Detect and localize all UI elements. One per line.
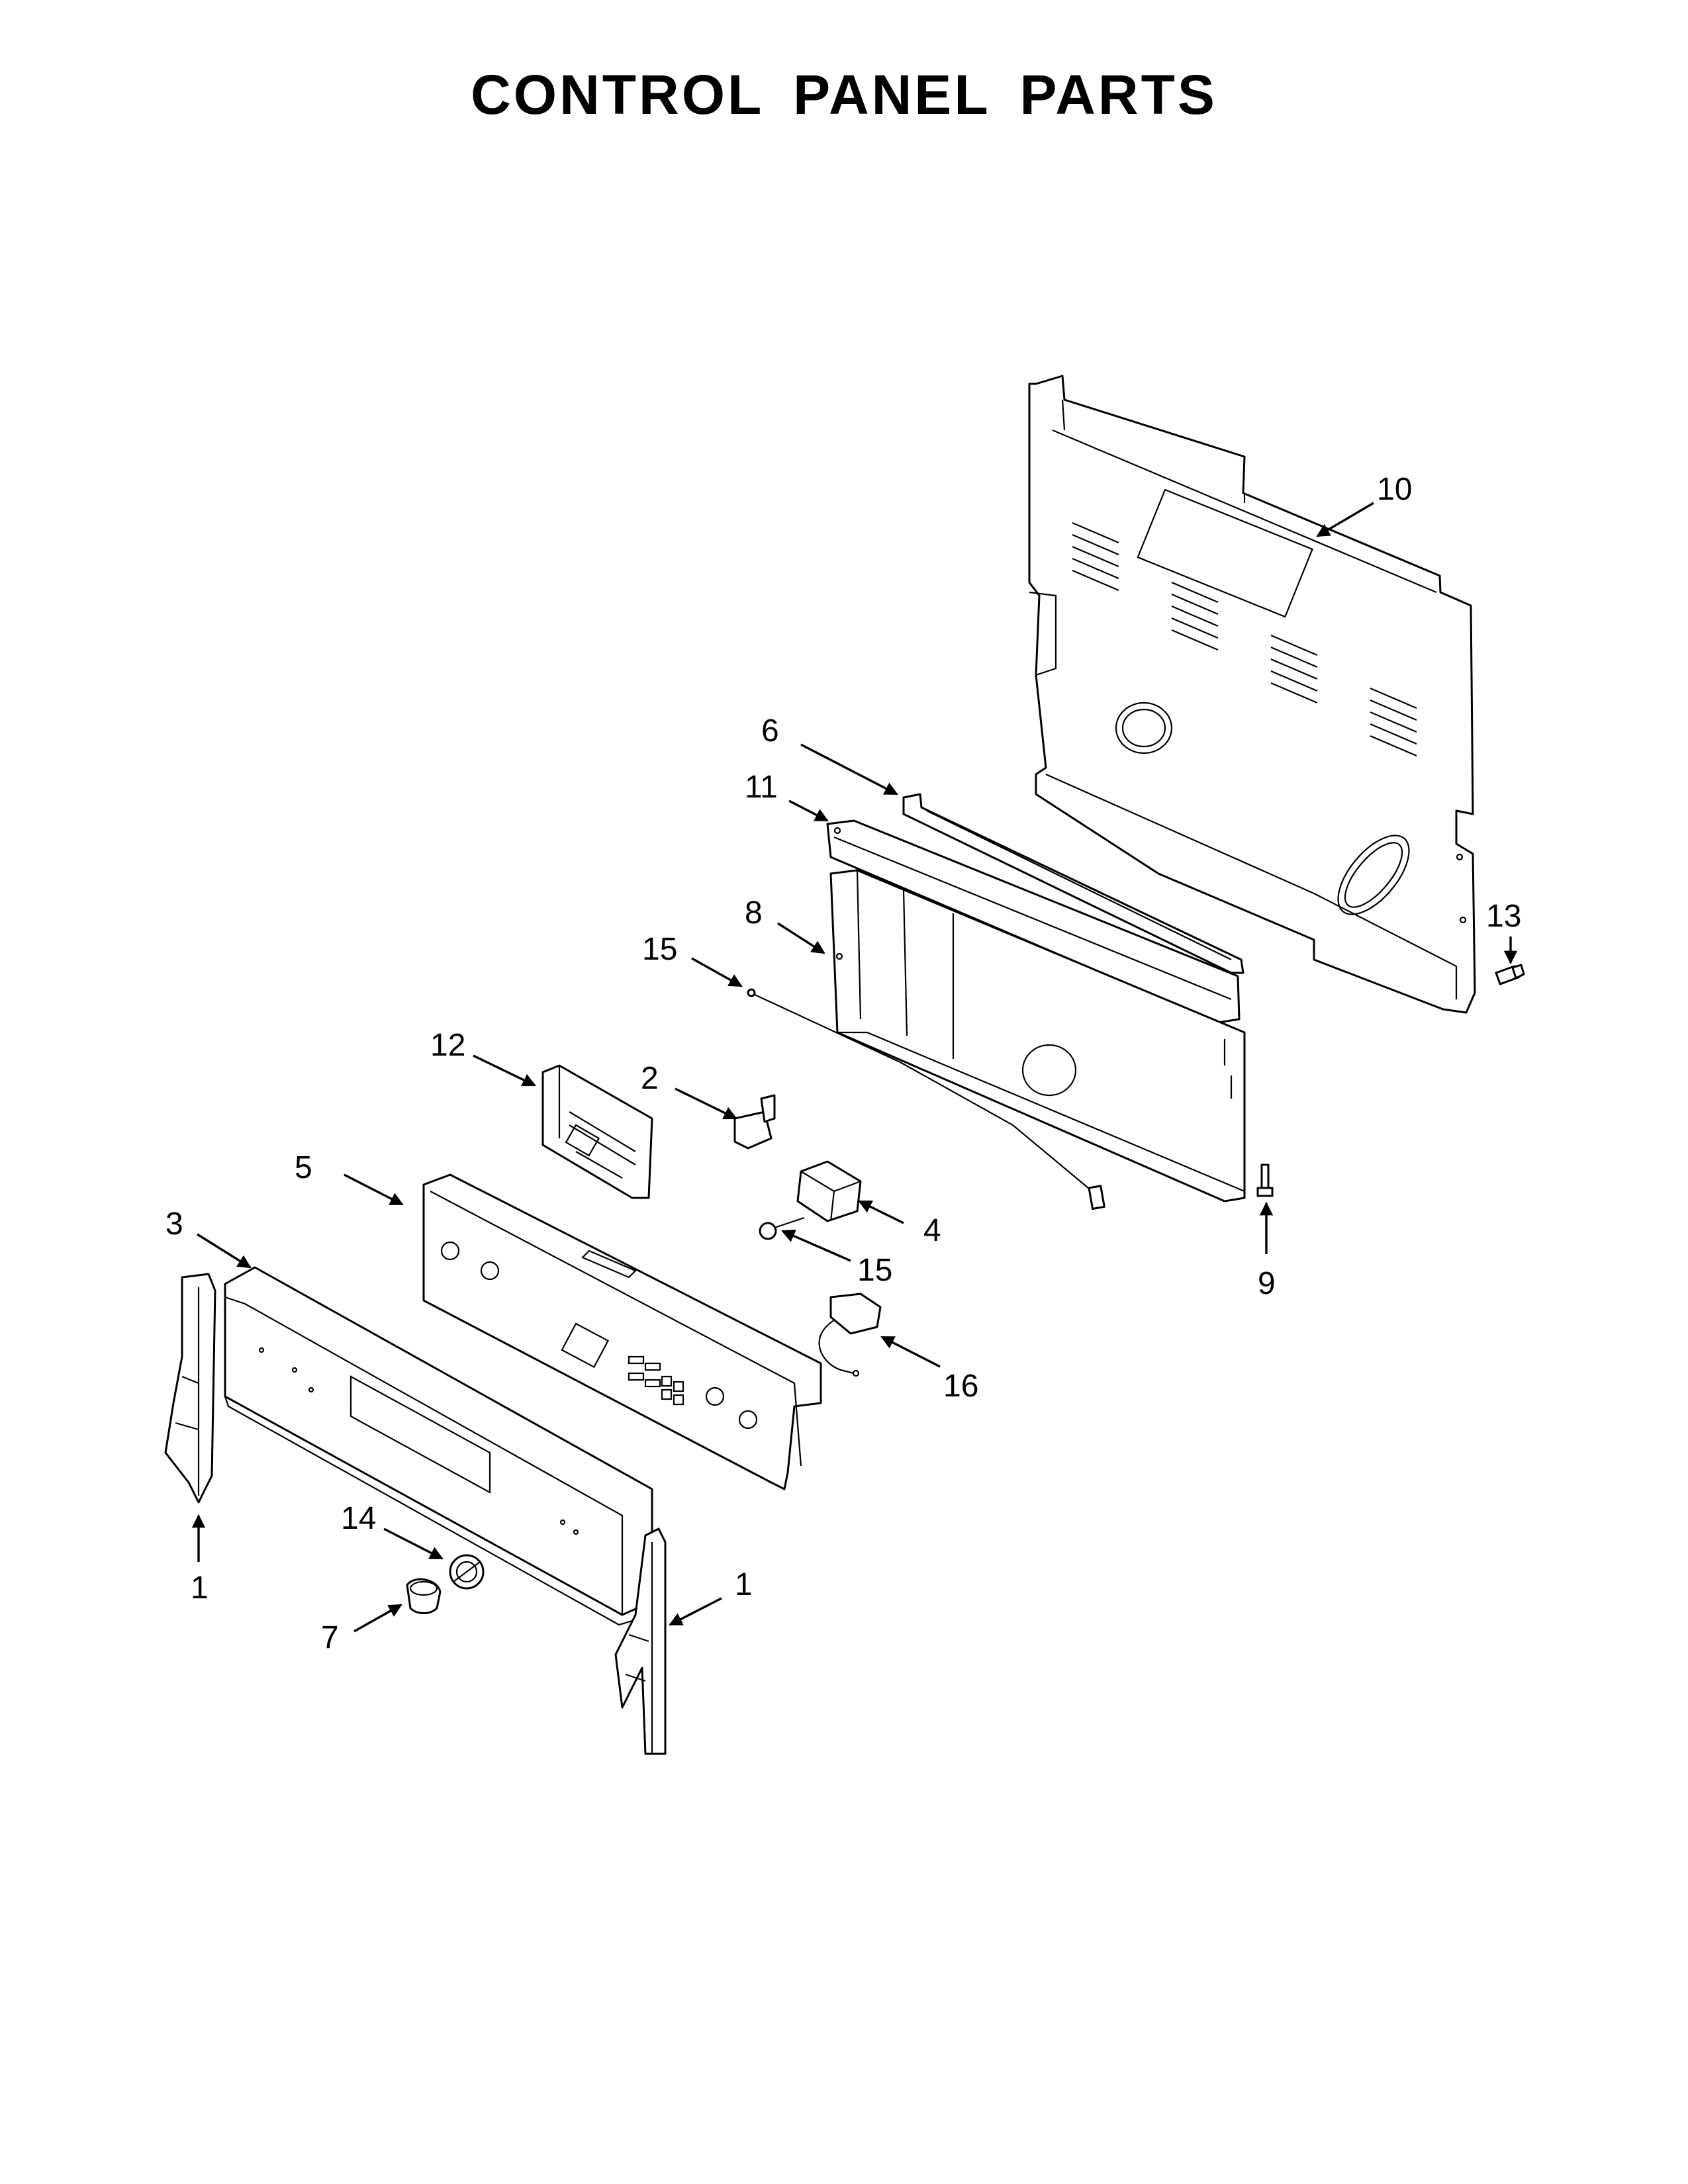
bracket-part-6: [902, 793, 1244, 974]
leader-3: [197, 1233, 252, 1269]
callout-9: 9: [1258, 1266, 1276, 1301]
wire-harness-part-15: [747, 988, 1105, 1210]
callout-4: 4: [923, 1213, 941, 1248]
side-trim-left-part-1: [164, 1273, 216, 1504]
callout-12: 12: [430, 1028, 465, 1063]
callout-7: 7: [321, 1620, 339, 1655]
igniter-switch-part-16: [818, 1293, 882, 1377]
leader-11: [788, 799, 829, 822]
callout-6: 6: [761, 713, 779, 749]
callout-13: 13: [1486, 899, 1521, 934]
shaft-part-15: [759, 1216, 805, 1240]
control-board-part-12: [541, 1064, 653, 1199]
leader-1b: [669, 1597, 722, 1626]
leader-6: [800, 743, 898, 796]
callout-15-upper: 15: [642, 932, 677, 967]
leader-14: [383, 1527, 444, 1560]
callout-1-left: 1: [191, 1570, 209, 1606]
leader-15a: [691, 957, 743, 987]
leader-4: [858, 1200, 904, 1224]
leader-7: [353, 1604, 402, 1633]
leader-15b: [781, 1230, 851, 1262]
callout-11: 11: [745, 770, 778, 805]
callout-8: 8: [745, 895, 763, 931]
callout-16: 16: [943, 1369, 978, 1404]
trim-part-11: [826, 819, 1241, 1024]
infinite-switch-part-4: [796, 1160, 862, 1222]
rear-panel-part: [1028, 375, 1476, 1014]
callout-3: 3: [165, 1206, 183, 1242]
leader-12: [473, 1054, 536, 1087]
switch-part-2: [733, 1094, 776, 1150]
leader-5: [344, 1173, 404, 1206]
leader-16: [880, 1336, 941, 1368]
panel-frame-part-5: [422, 1173, 822, 1490]
leader-10: [1316, 502, 1374, 537]
callout-2: 2: [641, 1061, 659, 1096]
knob-part-7: [406, 1578, 442, 1614]
leader-2: [675, 1087, 737, 1120]
callout-1-right: 1: [735, 1567, 753, 1602]
screw-part-13: [1495, 964, 1525, 985]
page-title: CONTROL PANEL PARTS: [471, 64, 1217, 126]
callout-15-lower: 15: [857, 1253, 892, 1288]
callout-14: 14: [341, 1501, 376, 1536]
side-trim-right-part-1: [614, 1527, 667, 1755]
leader-arrows: [191, 502, 1518, 1633]
callout-5: 5: [295, 1150, 312, 1185]
bezel-part-14: [449, 1554, 485, 1590]
screw-part-9: [1256, 1163, 1274, 1197]
callout-10: 10: [1377, 472, 1412, 507]
leader-8: [777, 922, 825, 954]
